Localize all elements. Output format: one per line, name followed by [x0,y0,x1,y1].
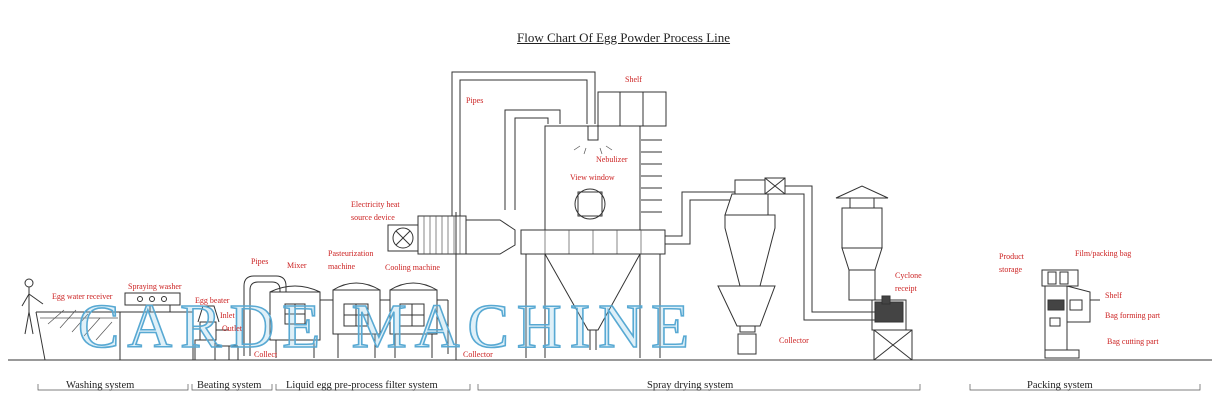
label-egg-beater: Egg beater [195,296,230,305]
label-product-2: storage [999,265,1023,274]
section-packing-system: Packing system [1027,380,1093,391]
label-pipes-left: Pipes [251,257,269,266]
section-beating-system: Beating system [197,380,262,391]
section-brackets [37,384,1201,391]
label-view-window: View window [570,173,615,182]
spray-dryer-equipment [387,71,913,361]
label-spraying-washer: Spraying washer [128,282,182,291]
label-collect: Collect [254,350,278,359]
packing-equipment [1041,269,1100,359]
section-pre-process-system: Liquid egg pre-process filter system [286,380,438,391]
label-film-packing-bag: Film/packing bag [1075,249,1132,258]
label-inlet: Inlet [220,311,235,320]
label-bag-forming-part: Bag forming part [1105,311,1161,320]
watermark-logo: CARDE MACHINE [77,292,697,362]
label-product-1: Product [999,252,1024,261]
section-spray-drying-system: Spray drying system [647,380,734,391]
label-pipes-top: Pipes [466,96,484,105]
label-mixer: Mixer [287,261,307,270]
label-collector-right: Collector [779,336,809,345]
section-washing-system: Washing system [66,380,135,391]
diagram-title: Flow Chart Of Egg Powder Process Line [517,30,731,45]
label-bag-cutting-part: Bag cutting part [1107,337,1159,346]
label-cyclone-1: Cyclone [895,271,922,280]
label-shelf-top: Shelf [625,75,642,84]
label-electricity-1: Electricity heat [351,200,400,209]
label-shelf-right: Shelf [1105,291,1122,300]
egg-beater-equipment [194,305,239,361]
label-nebulizer: Nebulizer [596,155,628,164]
washing-equipment [21,278,194,361]
label-electricity-2: source device [351,213,395,222]
label-pasteurization-1: Pasteurization [328,249,374,258]
label-cooling-machine: Cooling machine [385,263,440,272]
label-cyclone-2: receipt [895,284,917,293]
pre-process-equipment [243,275,449,358]
label-pasteurization-2: machine [328,262,356,271]
label-collector-left: Collector [463,350,493,359]
label-outlet: Outlet [222,324,242,333]
label-egg-water-receiver: Egg water receiver [52,292,113,301]
